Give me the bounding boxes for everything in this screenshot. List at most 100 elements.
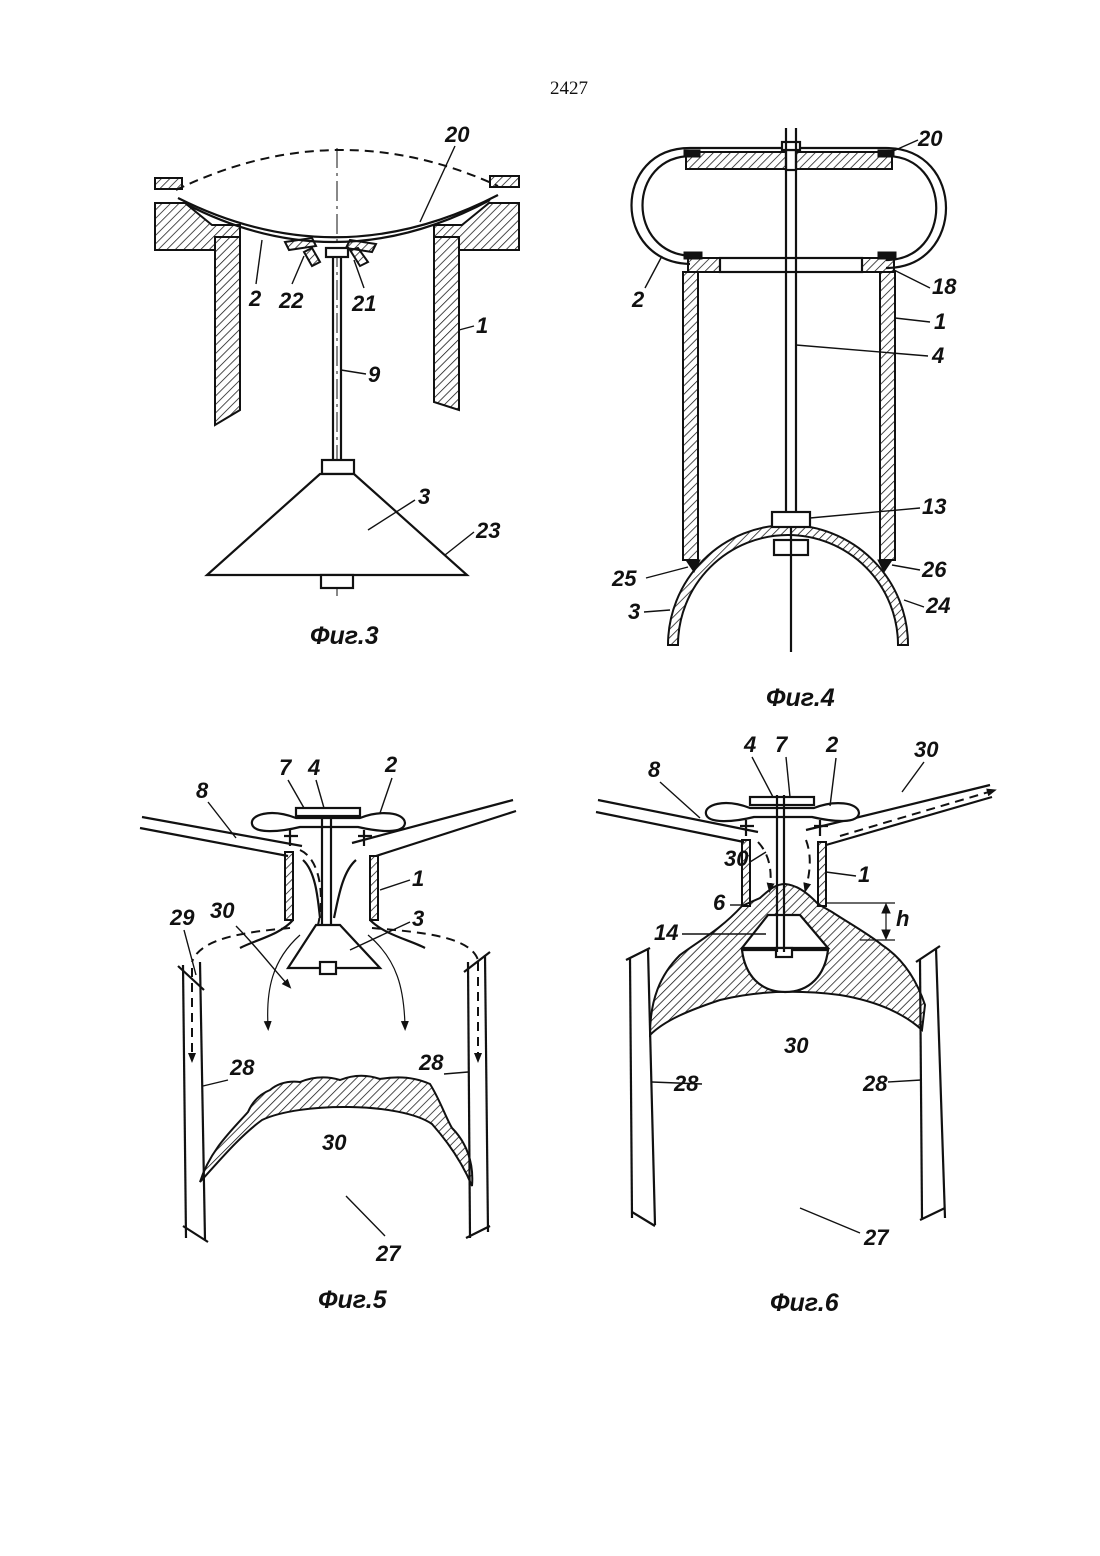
fig3-leader-23 bbox=[445, 532, 474, 555]
fig6-left-wall-top-cut bbox=[626, 948, 650, 960]
fig3-label-1: 1 bbox=[476, 313, 488, 338]
page-number: 2427 bbox=[550, 78, 588, 99]
fig6-leader-28-right bbox=[888, 1080, 921, 1082]
fig4-label-1: 1 bbox=[934, 309, 946, 334]
fig5-leader-1 bbox=[380, 880, 410, 890]
fig6-left-wall-bottom-cut bbox=[632, 1212, 655, 1226]
fig3-rod-top-nut bbox=[326, 248, 348, 257]
fig6-label-30-lower: 30 bbox=[784, 1033, 809, 1058]
fig4-leader-4 bbox=[796, 345, 928, 356]
fig4-leader-2 bbox=[645, 256, 662, 288]
fig6-dim-h-arrow-top bbox=[882, 904, 890, 913]
fig4-label-3: 3 bbox=[628, 599, 640, 624]
fig5-label-1: 1 bbox=[412, 866, 424, 891]
fig6-right-wall-28-outer bbox=[936, 948, 945, 1218]
fig6-dim-h-arrow-bottom bbox=[882, 930, 890, 939]
fig4-label-4: 4 bbox=[931, 343, 944, 368]
fig6-label-4: 4 bbox=[743, 732, 756, 757]
fig5-top-plate-7 bbox=[296, 808, 360, 816]
fig3-right-housing-wall bbox=[434, 237, 459, 410]
fig5-label-28-right: 28 bbox=[418, 1050, 444, 1075]
fig6-label-2: 2 bbox=[825, 732, 839, 757]
fig5-label-27: 27 bbox=[375, 1241, 402, 1266]
fig3-left-clamp bbox=[155, 178, 182, 189]
fig5-label-4: 4 bbox=[307, 755, 320, 780]
fig5-label-30-upper: 30 bbox=[210, 898, 235, 923]
fig5-label-30-lower: 30 bbox=[322, 1130, 347, 1155]
fig6-label-6: 6 bbox=[713, 890, 726, 915]
fig6-flow-arrow-right bbox=[806, 840, 810, 888]
fig4-rod-through-plate bbox=[786, 150, 796, 170]
fig4-lower-plate-left bbox=[688, 258, 720, 272]
fig3-cone-top-nut bbox=[322, 460, 354, 474]
fig4-lower-plate-left-seal bbox=[684, 252, 702, 259]
fig3-label-3: 3 bbox=[418, 484, 430, 509]
fig4-tube-right-wall bbox=[880, 272, 895, 560]
fig3-leader-20 bbox=[420, 146, 455, 222]
fig3-cone-bottom-nut bbox=[321, 575, 353, 588]
fig3-right-clamp bbox=[490, 176, 519, 187]
fig6-label-8: 8 bbox=[648, 757, 661, 782]
fig6-top-plate-7 bbox=[750, 797, 814, 805]
fig4-caption: Фиг.4 bbox=[766, 684, 835, 712]
fig5-funnel-left bbox=[303, 860, 320, 918]
fig6-leader-1 bbox=[826, 872, 856, 876]
fig6-tube-right-wall bbox=[818, 842, 826, 906]
fig4-tube-left-wall bbox=[683, 272, 698, 560]
fig5-cone-nut bbox=[320, 962, 336, 974]
fig4-label-24: 24 bbox=[925, 593, 950, 618]
fig3-label-20: 20 bbox=[444, 122, 470, 147]
fig5-label-7: 7 bbox=[279, 755, 293, 780]
figure-5: 7 4 2 8 1 29 30 3 28 28 30 27 Фиг.5 bbox=[140, 752, 516, 1314]
fig4-leader-26 bbox=[892, 565, 920, 570]
fig4-top-plate-left-seal bbox=[684, 150, 700, 157]
fig4-nut-upper bbox=[772, 512, 810, 527]
fig3-left-housing-wall bbox=[215, 237, 240, 425]
fig5-right-wall-28-inner bbox=[468, 962, 470, 1238]
figure-4: 20 2 18 1 4 13 25 26 3 24 Фиг.4 bbox=[611, 126, 957, 712]
fig4-shell-right-inner bbox=[886, 156, 936, 260]
figure-3: 20 2 22 21 1 9 3 23 Фиг.3 bbox=[155, 122, 519, 650]
fig3-leader-1 bbox=[459, 326, 474, 330]
fig4-leader-25 bbox=[646, 567, 688, 578]
fig4-lower-plate-right-seal bbox=[878, 252, 896, 259]
fig6-label-14: 14 bbox=[654, 920, 678, 945]
fig6-leader-30-pipe bbox=[902, 762, 924, 792]
fig3-leader-2 bbox=[256, 240, 262, 284]
fig5-pipe-8-lower bbox=[140, 828, 288, 856]
fig5-label-28-left: 28 bbox=[229, 1055, 255, 1080]
fig4-leader-3 bbox=[644, 610, 670, 612]
fig4-leader-1 bbox=[895, 318, 930, 322]
fig3-label-22: 22 bbox=[278, 288, 304, 313]
fig3-caption: Фиг.3 bbox=[310, 622, 379, 650]
fig3-label-21: 21 bbox=[351, 291, 376, 316]
fig5-left-wall-28-outer bbox=[183, 965, 186, 1238]
fig5-left-wall-28-inner bbox=[200, 962, 205, 1240]
fig4-label-26: 26 bbox=[921, 557, 947, 582]
fig6-leader-7 bbox=[786, 757, 790, 797]
fig4-label-13: 13 bbox=[922, 494, 946, 519]
fig6-label-30-upper: 30 bbox=[724, 846, 749, 871]
fig5-leader-30-upper bbox=[236, 926, 288, 985]
fig3-label-23: 23 bbox=[475, 518, 500, 543]
fig6-label-28-left: 28 bbox=[673, 1071, 699, 1096]
fig6-left-wall-28-inner bbox=[648, 950, 655, 1225]
fig5-leader-29 bbox=[184, 930, 196, 975]
fig6-label-27: 27 bbox=[863, 1225, 890, 1250]
fig5-funnel-right bbox=[334, 860, 356, 918]
fig5-label-8: 8 bbox=[196, 778, 209, 803]
fig5-caption: Фиг.5 bbox=[318, 1286, 388, 1314]
fig3-label-9: 9 bbox=[368, 362, 381, 387]
fig4-label-2: 2 bbox=[631, 287, 645, 312]
fig6-caption: Фиг.6 bbox=[770, 1289, 840, 1317]
fig5-leader-2 bbox=[380, 778, 392, 813]
fig4-leader-13 bbox=[810, 508, 920, 518]
fig3-leader-9 bbox=[341, 370, 366, 374]
fig6-label-28-right: 28 bbox=[862, 1071, 888, 1096]
fig4-label-18: 18 bbox=[932, 274, 957, 299]
fig5-right-wall-28-outer bbox=[485, 955, 488, 1232]
fig6-label-1: 1 bbox=[858, 862, 870, 887]
fig4-leader-24 bbox=[904, 600, 924, 607]
fig3-leader-22 bbox=[292, 256, 304, 284]
